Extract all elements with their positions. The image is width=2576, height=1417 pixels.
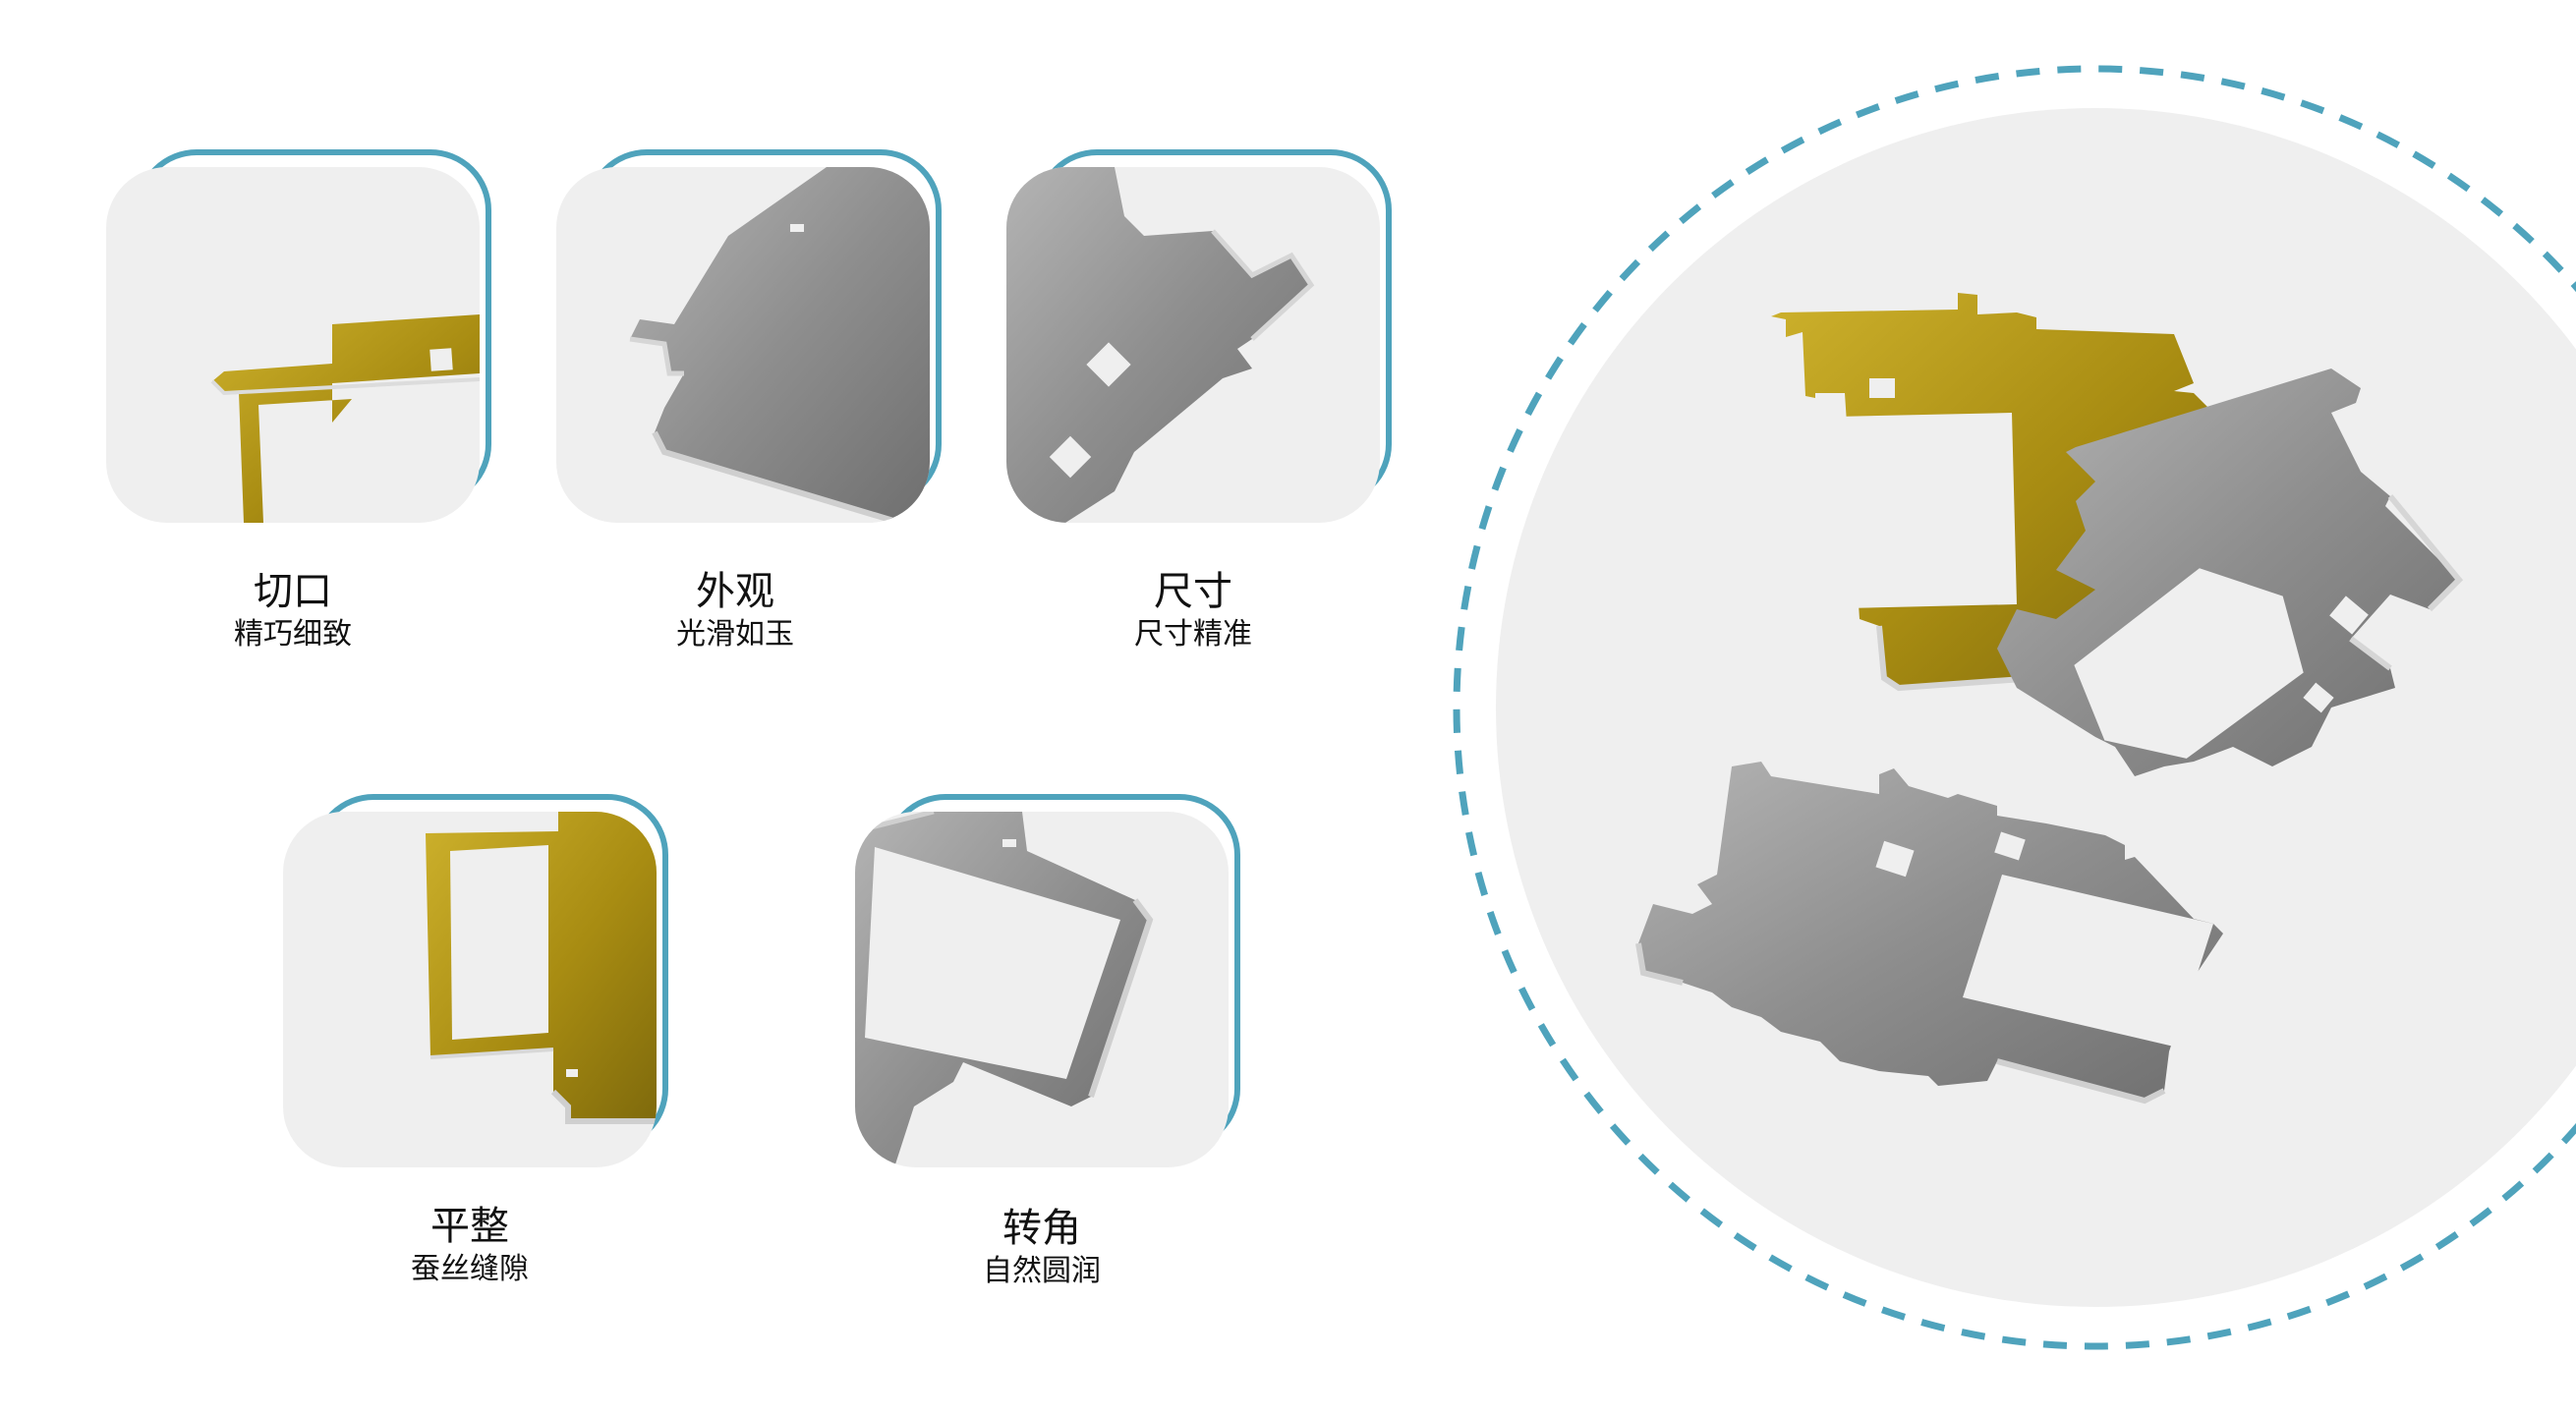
feature-title: 平整 <box>430 1204 509 1249</box>
feature-card-size <box>1006 149 1400 523</box>
feature-subtitle: 光滑如玉 <box>676 617 794 652</box>
feature-label-flatness: 平整 蚕丝缝隙 <box>273 1203 666 1289</box>
feature-subtitle: 精巧细致 <box>234 617 352 652</box>
feature-label-cut: 切口 精巧细致 <box>96 568 489 654</box>
feature-label-appearance: 外观 光滑如玉 <box>539 568 932 654</box>
feature-subtitle: 自然圆润 <box>983 1254 1101 1288</box>
steel-shield-part-right <box>1997 368 2464 776</box>
feature-image-flatness <box>283 812 657 1167</box>
feature-label-corner: 转角 自然圆润 <box>845 1205 1238 1291</box>
feature-title: 转角 <box>1002 1206 1081 1251</box>
feature-card-appearance <box>556 149 949 523</box>
feature-label-size: 尺寸 尺寸精准 <box>997 568 1390 654</box>
feature-image-size <box>1006 167 1380 523</box>
feature-title: 外观 <box>696 569 774 614</box>
feature-card-corner <box>855 794 1248 1167</box>
dashed-ring <box>1453 65 2576 1350</box>
feature-subtitle: 蚕丝缝隙 <box>411 1252 529 1286</box>
feature-image-corner <box>855 812 1229 1167</box>
feature-card-cut <box>106 149 499 523</box>
feature-image-cut <box>106 167 480 523</box>
showcase-disc <box>1496 108 2576 1307</box>
feature-title: 切口 <box>254 569 332 614</box>
feature-card-flatness <box>283 794 676 1167</box>
feature-subtitle: 尺寸精准 <box>1134 617 1252 652</box>
feature-title: 尺寸 <box>1154 569 1232 614</box>
product-showcase <box>1453 65 2576 1350</box>
feature-image-appearance <box>556 167 930 523</box>
steel-shield-part-lower <box>1635 762 2223 1105</box>
